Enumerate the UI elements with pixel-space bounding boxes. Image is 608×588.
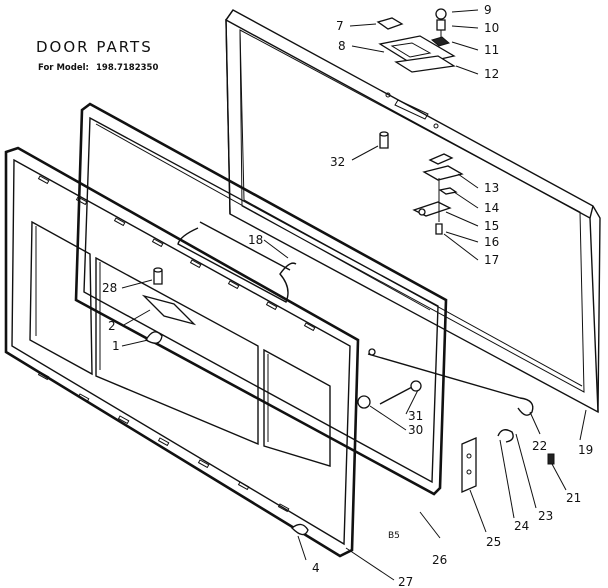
screw-21 (547, 453, 555, 465)
callout-22: 22 (532, 439, 547, 453)
stamp-code: B5 (388, 531, 400, 541)
callout-16: 16 (484, 235, 499, 249)
hinge-bracket (461, 437, 477, 493)
model-number: 198.7182350 (96, 63, 158, 73)
callout-19: 19 (578, 443, 593, 457)
callout-7: 7 (336, 19, 344, 33)
outer-door-frame (225, 9, 601, 414)
latch-rod (357, 348, 534, 443)
callout-10: 10 (484, 21, 499, 35)
callout-8: 8 (338, 39, 346, 53)
callout-27: 27 (398, 575, 413, 588)
callout-15: 15 (484, 219, 499, 233)
callout-labels: 1 2 4 7 8 9 10 11 12 13 14 15 16 17 18 1… (102, 3, 593, 588)
callout-31: 31 (408, 409, 423, 423)
model-label: For Model: (38, 63, 89, 73)
door-choke-frame (74, 102, 448, 496)
callout-28: 28 (102, 281, 117, 295)
callout-9: 9 (484, 3, 492, 17)
callout-30: 30 (408, 423, 423, 437)
callout-2: 2 (108, 319, 116, 333)
callout-21: 21 (566, 491, 581, 505)
callout-18: 18 (248, 233, 263, 247)
callout-leaders (121, 9, 587, 581)
callout-24: 24 (514, 519, 529, 533)
inner-door-panel (4, 146, 360, 558)
callout-4: 4 (312, 561, 320, 575)
handle-wire (177, 221, 297, 303)
callout-25: 25 (486, 535, 501, 549)
callout-23: 23 (538, 509, 553, 523)
callout-13: 13 (484, 181, 499, 195)
panel-edge-slots (37, 175, 316, 513)
callout-11: 11 (484, 43, 499, 57)
latch-parts (376, 8, 464, 235)
callout-14: 14 (484, 201, 499, 215)
callout-1: 1 (112, 339, 120, 353)
panel-small-parts (141, 267, 309, 536)
callout-26: 26 (432, 553, 447, 567)
callout-17: 17 (484, 253, 499, 267)
callout-32: 32 (330, 155, 345, 169)
callout-12: 12 (484, 67, 499, 81)
diagram-title: DOOR PARTS (36, 38, 153, 56)
